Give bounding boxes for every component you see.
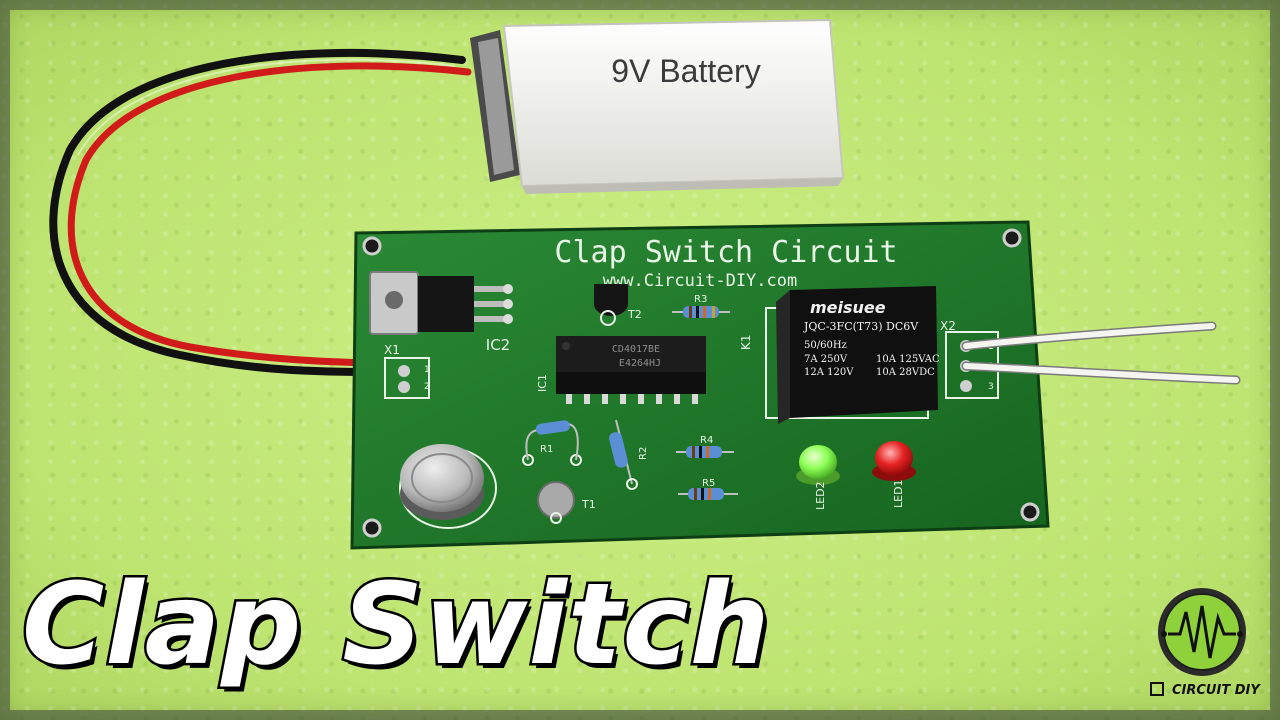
label-k1: K1 xyxy=(739,334,753,350)
resistor-r2 xyxy=(609,419,638,490)
battery-label: 9V Battery xyxy=(611,53,760,89)
ic1-marking-line2: E4264HJ xyxy=(619,358,661,369)
relay-brand: meisuee xyxy=(810,298,886,317)
output-wires xyxy=(961,321,1241,385)
label-x1: X1 xyxy=(384,343,400,357)
relay-frequency: 50/60Hz xyxy=(804,340,847,351)
label-x1-pin2: 2 xyxy=(424,382,430,392)
connector-x1 xyxy=(384,357,430,399)
relay-rating-ac1: 7A 250V xyxy=(804,354,848,365)
resistor-r1 xyxy=(522,420,582,466)
title-overlay: Clap Switch xyxy=(20,558,773,693)
relay-rating-ac2: 12A 120V xyxy=(804,367,854,378)
label-x1-pin1: 1 xyxy=(424,365,430,375)
pcb-title: Clap Switch Circuit xyxy=(554,235,897,270)
ic1-chip xyxy=(556,336,706,404)
circuit-diy-logo xyxy=(1158,588,1246,676)
label-r3: R3 xyxy=(694,294,707,305)
label-t2: T2 xyxy=(627,308,642,321)
resistor-r4 xyxy=(676,446,734,458)
battery xyxy=(470,18,845,194)
pcb-url: www.Circuit-DIY.com xyxy=(603,271,797,291)
battery-wires xyxy=(49,48,472,376)
label-x2: X2 xyxy=(940,319,956,333)
resistor-r3 xyxy=(672,306,730,318)
brand-text: CIRCUIT DIY xyxy=(1172,683,1260,698)
transistor-t2 xyxy=(594,284,628,326)
label-t1: T1 xyxy=(581,498,596,511)
label-x2-pin3: 3 xyxy=(988,382,994,392)
label-r4: R4 xyxy=(700,435,713,446)
label-ic1: IC1 xyxy=(536,374,549,392)
relay-model: JQC-3FC(T73) DC6V xyxy=(803,320,919,333)
microphone xyxy=(399,444,497,529)
label-r1: R1 xyxy=(540,444,553,455)
relay-k1 xyxy=(765,286,938,424)
led-red xyxy=(872,441,916,481)
resistor-r5 xyxy=(678,488,738,500)
relay-rating-r2: 10A 28VDC xyxy=(876,367,935,378)
voltage-regulator xyxy=(369,271,513,335)
transistor-t1 xyxy=(537,481,575,524)
led-green xyxy=(796,445,840,485)
relay-rating-r1: 10A 125VAC xyxy=(876,354,940,365)
label-led1: LED1 xyxy=(892,479,905,508)
label-led2: LED2 xyxy=(814,481,827,510)
ic1-marking-line1: CD4017BE xyxy=(612,344,660,355)
label-r2: R2 xyxy=(638,447,649,460)
brand-mark-icon xyxy=(1150,682,1164,696)
label-ic2: IC2 xyxy=(486,336,510,354)
label-r5: R5 xyxy=(702,478,715,489)
